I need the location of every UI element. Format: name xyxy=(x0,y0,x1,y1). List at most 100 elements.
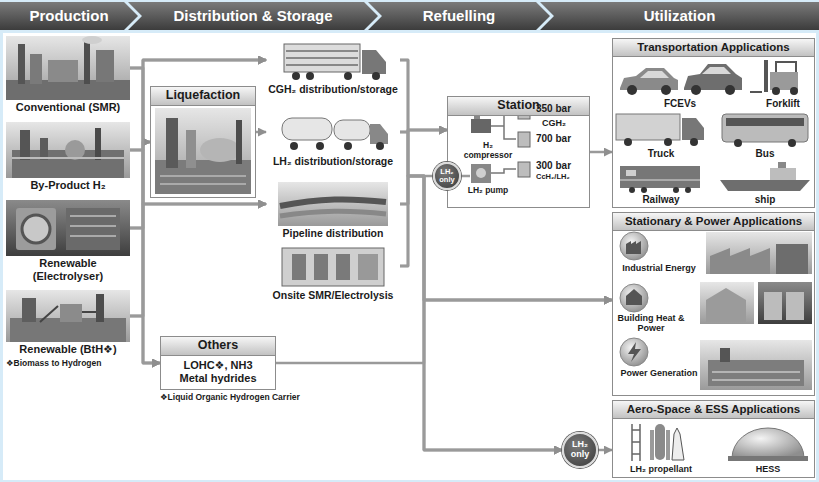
stationary-pictures xyxy=(720,348,730,362)
node-title: Distribution & Storage xyxy=(128,2,378,30)
smr-plant-photo xyxy=(18,44,25,84)
application-label: Forklift xyxy=(752,98,814,110)
tube-trailer-picture xyxy=(286,51,358,65)
vehicle-pictures xyxy=(629,187,635,193)
vehicle-pictures xyxy=(722,114,808,142)
node-title: Onsite SMR/Electrolysis xyxy=(266,288,400,302)
station-equipment xyxy=(476,168,486,178)
electrolyser-photo xyxy=(6,200,130,256)
source-picture: Renewable (BtH❖) xyxy=(6,290,130,357)
vehicle-pictures xyxy=(770,168,796,180)
chevron-shape xyxy=(128,2,378,30)
stationary-pictures xyxy=(708,360,804,386)
pipeline-photo xyxy=(280,199,386,206)
stationary-pictures xyxy=(706,288,746,322)
stationary-pictures xyxy=(712,372,800,380)
application-label: Building Heat & Power xyxy=(614,313,688,334)
pipeline-photo xyxy=(278,182,388,226)
byproduct-plant-photo xyxy=(40,138,48,160)
station-equipment xyxy=(471,119,491,133)
stage-chevron: Utilization xyxy=(540,2,819,30)
pipeline-photo xyxy=(278,182,388,226)
flow-arrow xyxy=(130,204,266,228)
process-box: Liquefaction xyxy=(150,86,256,198)
station-equipment xyxy=(491,111,516,173)
tube-trailer-picture xyxy=(284,44,360,72)
node-title: LH₂ distribution/storage xyxy=(266,154,400,168)
biomass-plant-photo xyxy=(22,298,36,322)
application-label: Industrial Energy xyxy=(614,263,704,273)
electrolyser-photo xyxy=(70,216,116,236)
byproduct-plant-photo xyxy=(12,157,124,159)
biomass-plant-photo xyxy=(60,304,82,322)
vehicle-pictures xyxy=(682,118,704,140)
biomass-plant-photo xyxy=(6,290,130,342)
pipeline-photo xyxy=(280,211,386,216)
stationary-pictures xyxy=(620,232,812,390)
source-picture: Renewable (Electrolyser) xyxy=(6,200,130,283)
application-label: HESS xyxy=(724,464,812,474)
node-title: Transportation Applications xyxy=(613,39,814,57)
node-title: Renewable (Electrolyser) xyxy=(6,256,130,283)
smr-plant-photo xyxy=(84,40,90,84)
liquefaction-plant-photo xyxy=(155,108,251,194)
node-title: Liquefaction xyxy=(151,87,255,106)
stationary-pictures xyxy=(764,292,782,320)
equipment-label: H₂ compressor xyxy=(460,141,516,161)
lh2-tanker-picture xyxy=(334,120,370,140)
tube-trailer-picture xyxy=(292,72,300,80)
flow-arrow xyxy=(130,60,266,316)
lh2-badge: LH₂ only xyxy=(433,162,461,190)
node-title: LH₂ only xyxy=(435,168,459,185)
vehicle-pictures xyxy=(673,187,679,193)
smr-plant-photo xyxy=(96,50,114,82)
vehicle-pictures xyxy=(720,180,810,191)
aerospace-pictures xyxy=(728,456,808,461)
tube-trailer-picture xyxy=(284,44,386,80)
vehicle-pictures xyxy=(620,166,700,188)
aerospace-pictures xyxy=(632,424,808,461)
onsite-unit-picture xyxy=(358,254,378,280)
pressure-label: 350 bar xyxy=(536,103,588,115)
electrolyser-photo xyxy=(6,200,130,256)
liquefaction-plant-photo xyxy=(200,138,240,162)
node-title: Others xyxy=(161,337,275,356)
equipment-label: LH₂ pump xyxy=(460,186,516,196)
vehicle-pictures xyxy=(664,138,672,146)
onsite-unit-picture xyxy=(282,248,384,286)
flow-arrow xyxy=(400,132,612,300)
stationary-pictures xyxy=(786,292,804,320)
stage-chevron: Production xyxy=(0,2,138,30)
application-label: Truck xyxy=(616,148,706,160)
vehicle-pictures xyxy=(725,85,735,95)
lh2-tanker-picture xyxy=(344,142,352,150)
node-title: Production xyxy=(0,2,138,30)
flow-arrow xyxy=(590,151,612,154)
byproduct-plant-photo xyxy=(20,130,30,160)
lh2-tanker-picture xyxy=(282,118,388,150)
node-title: Conventional (SMR) xyxy=(6,100,130,115)
smr-plant-photo xyxy=(82,36,102,44)
liquefaction-plant-photo xyxy=(160,176,246,184)
stationary-pictures xyxy=(620,338,648,366)
node-title: CGH₂ distribution/storage xyxy=(266,82,400,96)
application-panel: Transportation Applications xyxy=(612,38,815,208)
lh2-badge: LH₂ only xyxy=(562,432,598,468)
flow-arrow xyxy=(130,68,160,363)
chevron-shape xyxy=(368,2,550,30)
fuel-label: CcH₂/LH₂ xyxy=(536,173,588,182)
lh2-tanker-picture xyxy=(316,142,324,150)
liquefaction-plant-photo xyxy=(166,118,178,168)
application-label: Railway xyxy=(616,194,706,206)
smr-plant-photo xyxy=(48,60,78,82)
liquefaction-plant-photo xyxy=(155,108,251,194)
chevron-shape xyxy=(0,2,138,30)
application-label: LH₂ propellant xyxy=(616,464,706,474)
lh2-tanker-picture xyxy=(370,124,388,144)
station-equipment xyxy=(471,164,491,183)
flow-arrow xyxy=(130,68,150,142)
page-ground xyxy=(3,33,816,480)
delivery-picture: Onsite SMR/Electrolysis xyxy=(266,244,400,302)
source-picture: By-Product H₂ xyxy=(6,122,130,193)
